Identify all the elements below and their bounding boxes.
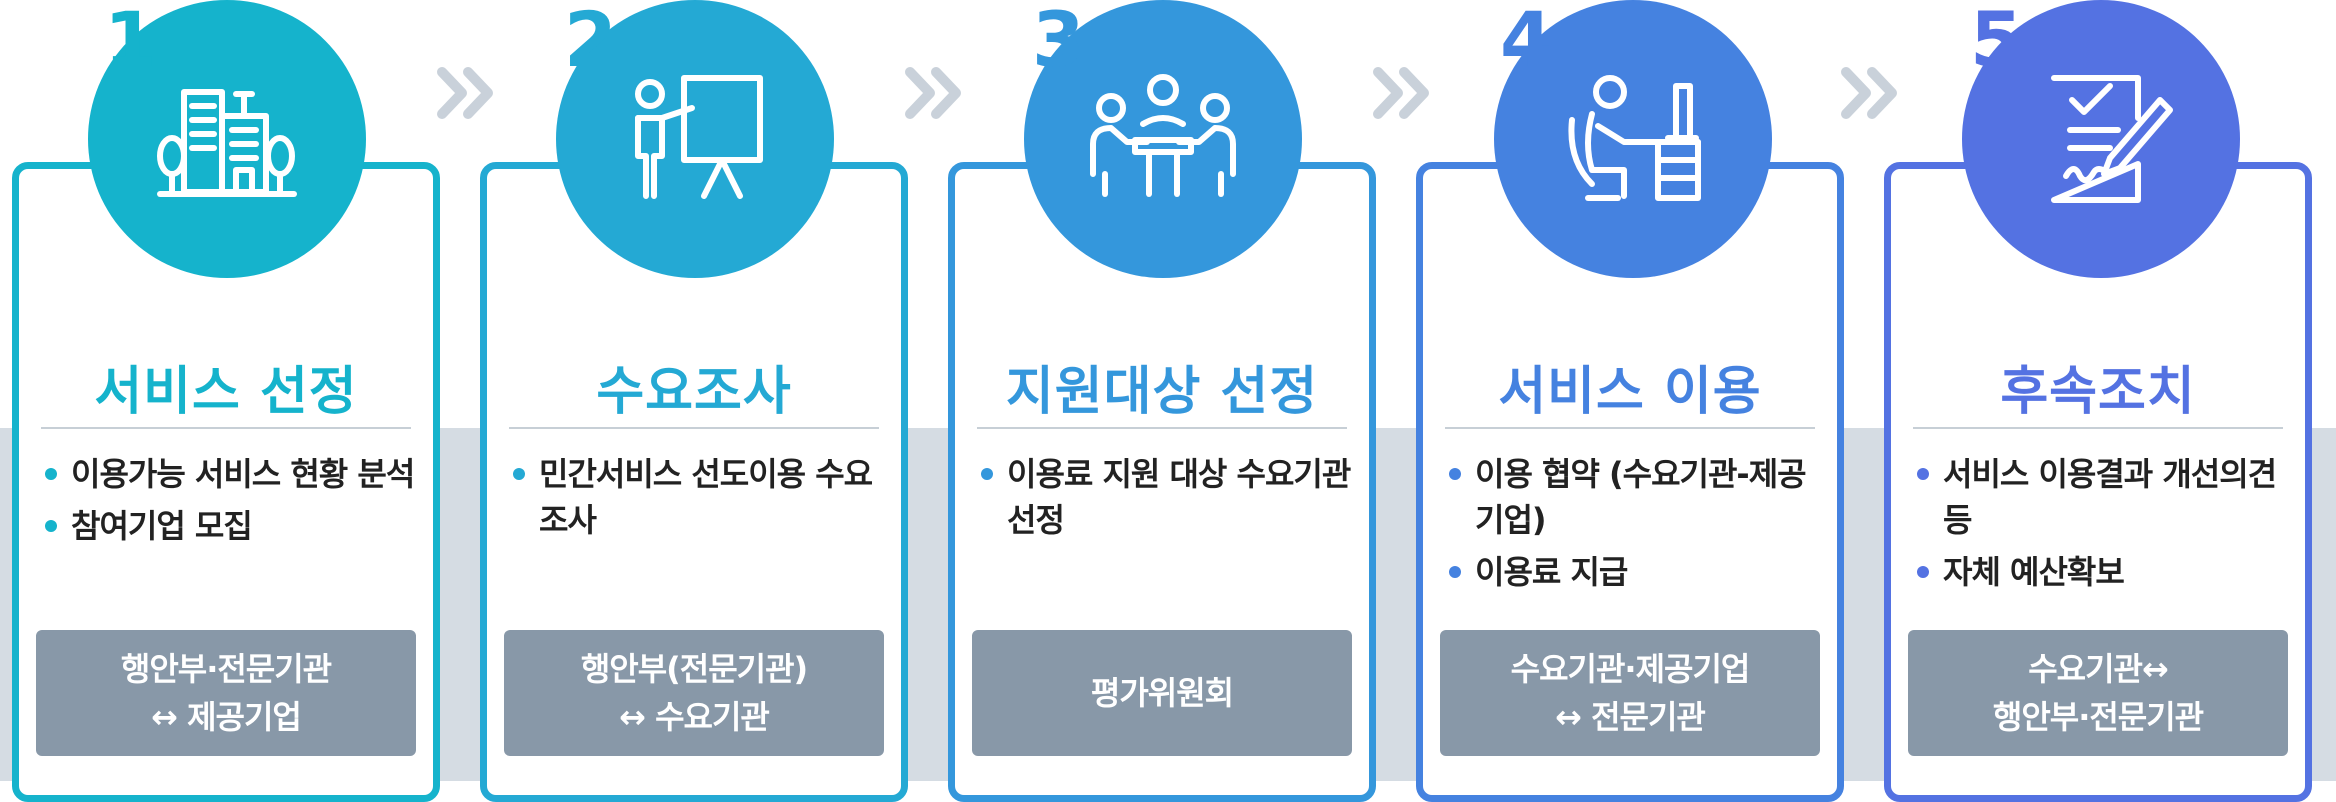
step-circle-3 bbox=[1024, 0, 1302, 278]
step-number: 2 bbox=[564, 0, 617, 84]
divider bbox=[509, 427, 879, 429]
bullet-item: 서비스 이용결과 개선의견 등 bbox=[1913, 451, 2295, 543]
actor-line: 수요기관↔ bbox=[2028, 650, 2169, 688]
step-circle-1 bbox=[88, 0, 366, 278]
step-number: 1 bbox=[104, 0, 157, 84]
divider bbox=[1445, 427, 1815, 429]
bullet-item: 자체 예산확보 bbox=[1913, 549, 2295, 595]
bullet-list: 이용 협약 (수요기관-제공기업) 이용료 지급 bbox=[1445, 451, 1827, 601]
step-circle-4 bbox=[1494, 0, 1772, 278]
double-chevron-right-icon bbox=[1841, 67, 1897, 119]
double-chevron-right-icon bbox=[437, 67, 493, 119]
actor-line: 행안부·전문기관 bbox=[1992, 698, 2204, 736]
bullet-item: 이용 협약 (수요기관-제공기업) bbox=[1445, 451, 1827, 543]
actor-line: 행안부(전문기관) bbox=[580, 650, 808, 688]
divider bbox=[41, 427, 411, 429]
step-circle-2 bbox=[556, 0, 834, 278]
actor-line: 행안부·전문기관 bbox=[120, 650, 332, 688]
actor-line: ↔ 제공기업 bbox=[151, 698, 302, 736]
step-title: 서비스 선정 bbox=[94, 362, 358, 422]
actor-box: 행안부·전문기관 ↔ 제공기업 bbox=[36, 630, 416, 756]
bullet-list: 서비스 이용결과 개선의견 등 자체 예산확보 bbox=[1913, 451, 2295, 601]
actor-line: 수요기관·제공기업 bbox=[1510, 650, 1751, 688]
step-title: 후속조치 bbox=[2000, 362, 2196, 422]
divider bbox=[977, 427, 1347, 429]
double-chevron-right-icon bbox=[1373, 67, 1429, 119]
bullet-text: 민간서비스 선도이용 수요조사 bbox=[539, 455, 873, 539]
step-number: 4 bbox=[1500, 0, 1553, 84]
step-number: 5 bbox=[1970, 0, 2023, 84]
divider bbox=[1913, 427, 2283, 429]
bullet-item: 이용가능 서비스 현황 분석 bbox=[41, 451, 423, 497]
buildings-icon bbox=[157, 89, 297, 197]
double-chevron-right-icon bbox=[905, 67, 961, 119]
actor-box: 평가위원회 bbox=[972, 630, 1352, 756]
actor-line: ↔ 수요기관 bbox=[619, 698, 770, 736]
bullet-list: 민간서비스 선도이용 수요조사 bbox=[509, 451, 891, 549]
bullet-list: 이용가능 서비스 현황 분석 참여기업 모집 bbox=[41, 451, 423, 555]
bullet-item: 이용료 지원 대상 수요기관 선정 bbox=[977, 451, 1359, 543]
step-title: 서비스 이용 bbox=[1498, 362, 1762, 422]
actor-box: 수요기관↔ 행안부·전문기관 bbox=[1908, 630, 2288, 756]
step-circle-5 bbox=[1962, 0, 2240, 278]
bullet-item: 참여기업 모집 bbox=[41, 503, 423, 549]
signed-document-icon bbox=[2051, 75, 2173, 203]
actor-line: ↔ 전문기관 bbox=[1555, 698, 1706, 736]
meeting-icon bbox=[1090, 74, 1236, 197]
step-number: 3 bbox=[1032, 0, 1085, 84]
actor-box: 행안부(전문기관) ↔ 수요기관 bbox=[504, 630, 884, 756]
step-title: 수요조사 bbox=[596, 362, 792, 422]
bullet-item: 민간서비스 선도이용 수요조사 bbox=[509, 451, 891, 543]
computer-user-icon bbox=[1568, 75, 1701, 201]
presentation-icon bbox=[635, 75, 763, 199]
step-title: 지원대상 선정 bbox=[1005, 362, 1319, 422]
bullet-list: 이용료 지원 대상 수요기관 선정 bbox=[977, 451, 1359, 549]
bullet-item: 이용료 지급 bbox=[1445, 549, 1827, 595]
actor-box: 수요기관·제공기업 ↔ 전문기관 bbox=[1440, 630, 1820, 756]
step-card-5: 후속조치 서비스 이용결과 개선의견 등 자체 예산확보 수요기관↔ 행안부·전… bbox=[1884, 162, 2312, 802]
actor-line: 평가위원회 bbox=[1090, 674, 1234, 712]
